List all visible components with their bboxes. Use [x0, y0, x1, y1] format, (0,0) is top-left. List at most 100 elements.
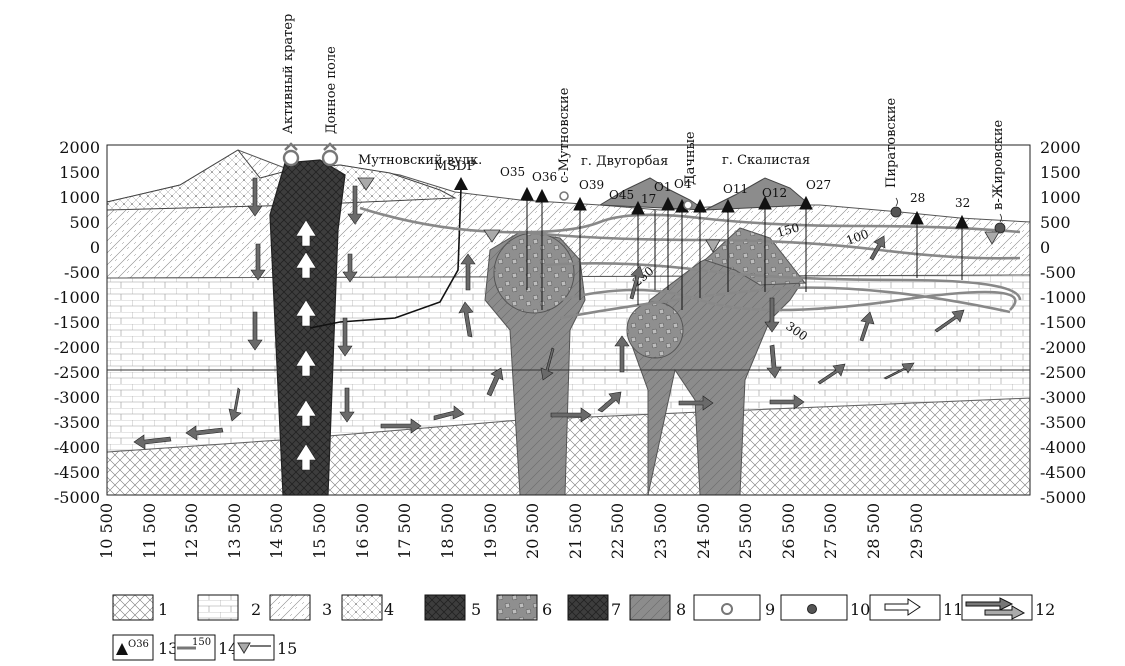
- well-o45: O45: [609, 188, 634, 202]
- water-table-markers: [357, 177, 1000, 253]
- intrusion-east-top: [704, 227, 806, 286]
- svg-text:2000: 2000: [1040, 138, 1081, 157]
- svg-text:6: 6: [542, 600, 552, 619]
- svg-text:27 500: 27 500: [821, 503, 840, 559]
- svg-text:1: 1: [158, 600, 168, 619]
- label-bottom-field: Донное поле: [324, 46, 339, 134]
- well-o35: O35: [500, 165, 525, 179]
- svg-text:500: 500: [69, 213, 100, 232]
- y-axis-left: 2000 1500 1000 500 0 -500 -1000 -1500 -2…: [54, 138, 100, 507]
- intrusion-west-cap: [493, 232, 575, 314]
- svg-text:12 500: 12 500: [182, 503, 201, 559]
- svg-text:25 500: 25 500: [736, 503, 755, 559]
- svg-text:21 500: 21 500: [566, 503, 585, 559]
- svg-text:-2000: -2000: [54, 338, 100, 357]
- label-s-mutnovskie: с-Мутновские: [557, 87, 572, 183]
- svg-text:-3500: -3500: [1040, 413, 1086, 432]
- msdp-trajectory: [309, 187, 462, 329]
- magma-conduit: [269, 159, 346, 496]
- svg-text:24 500: 24 500: [694, 503, 713, 559]
- hot-spring-symbols: [890, 197, 1006, 234]
- svg-text:12: 12: [1035, 600, 1055, 619]
- flow-arrows: [133, 177, 965, 450]
- label-piratovskie: Пиратовские: [884, 98, 899, 188]
- well-32: 32: [955, 196, 970, 210]
- well-o12: O12: [762, 186, 787, 200]
- svg-text:1500: 1500: [59, 163, 100, 182]
- svg-text:9: 9: [765, 600, 775, 619]
- svg-text:-4500: -4500: [54, 463, 100, 482]
- svg-text:O36: O36: [128, 639, 149, 650]
- isotherm-150: 150: [775, 220, 801, 239]
- well-17: 17: [641, 192, 656, 206]
- svg-text:1000: 1000: [1040, 188, 1081, 207]
- svg-text:-1500: -1500: [1040, 313, 1086, 332]
- svg-text:-1500: -1500: [54, 313, 100, 332]
- plot-frame: [106, 144, 1031, 496]
- svg-text:-5000: -5000: [54, 488, 100, 507]
- fumarole-symbols: [282, 142, 693, 210]
- svg-text:-500: -500: [1040, 263, 1076, 282]
- intrusion-east-cap: [626, 301, 684, 359]
- svg-text:3: 3: [322, 600, 332, 619]
- svg-text:23 500: 23 500: [651, 503, 670, 559]
- svg-text:14: 14: [218, 639, 238, 658]
- svg-text:14 500: 14 500: [267, 503, 286, 559]
- svg-text:-1000: -1000: [1040, 288, 1086, 307]
- svg-text:16 500: 16 500: [353, 503, 372, 559]
- svg-text:20 500: 20 500: [523, 503, 542, 559]
- y-axis-right: 2000 1500 1000 500 0 -500 -1000 -1500 -2…: [1040, 138, 1086, 507]
- well-o1: O1: [654, 180, 671, 194]
- conduit-arrows: [295, 219, 317, 471]
- label-mutnovsky-volcano: Мутновский вулк.: [358, 153, 482, 168]
- label-dvugorbaya: г. Двугорбая: [581, 154, 668, 169]
- msdp-marker: [454, 177, 468, 190]
- svg-text:150: 150: [192, 637, 211, 648]
- svg-text:15 500: 15 500: [310, 503, 329, 559]
- svg-text:-500: -500: [64, 263, 100, 282]
- plot-area: 100 150 250 300 O35 O36 O39 O45 17 O1 O4…: [106, 142, 1031, 496]
- svg-text:22 500: 22 500: [608, 503, 627, 559]
- svg-text:18 500: 18 500: [438, 503, 457, 559]
- svg-text:28 500: 28 500: [864, 503, 883, 559]
- svg-text:2000: 2000: [59, 138, 100, 157]
- svg-text:1000: 1000: [59, 188, 100, 207]
- svg-text:10 500: 10 500: [97, 503, 116, 559]
- svg-text:8: 8: [676, 600, 686, 619]
- svg-text:-4500: -4500: [1040, 463, 1086, 482]
- label-skalistaya: г. Скалистая: [722, 153, 810, 168]
- svg-text:-2000: -2000: [1040, 338, 1086, 357]
- svg-text:13 500: 13 500: [225, 503, 244, 559]
- svg-text:13: 13: [158, 639, 178, 658]
- svg-text:-3000: -3000: [54, 388, 100, 407]
- svg-text:29 500: 29 500: [907, 503, 926, 559]
- svg-text:4: 4: [384, 600, 394, 619]
- wells: [520, 186, 969, 310]
- legend: 1 2 3 4 5 6 7 8 9 10 11 12 O36 13 150: [112, 594, 1055, 661]
- svg-text:17 500: 17 500: [395, 503, 414, 559]
- x-axis: 10 500 11 500 12 500 13 500 14 500 15 50…: [97, 503, 926, 559]
- svg-text:11: 11: [943, 600, 963, 619]
- svg-text:15: 15: [277, 639, 297, 658]
- svg-text:-2500: -2500: [54, 363, 100, 382]
- svg-text:26 500: 26 500: [779, 503, 798, 559]
- svg-text:2: 2: [251, 600, 261, 619]
- svg-text:11 500: 11 500: [140, 503, 159, 559]
- label-dachnye: Дачные: [683, 131, 698, 185]
- svg-text:19 500: 19 500: [481, 503, 500, 559]
- hill-skalistaya: [704, 177, 812, 211]
- well-o39: O39: [579, 178, 604, 192]
- svg-text:5: 5: [471, 600, 481, 619]
- svg-text:-3500: -3500: [54, 413, 100, 432]
- well-28: 28: [910, 191, 925, 205]
- label-msdp: MSDP: [434, 159, 476, 174]
- svg-text:-4000: -4000: [54, 438, 100, 457]
- isotherms: [359, 206, 1022, 320]
- well-o11: O11: [723, 182, 748, 196]
- svg-text:-3000: -3000: [1040, 388, 1086, 407]
- well-o27: O27: [806, 178, 831, 192]
- svg-text:500: 500: [1040, 213, 1071, 232]
- label-zhirovskie: в-Жировские: [991, 119, 1006, 210]
- well-o4: O4: [674, 177, 692, 191]
- well-o36: O36: [532, 170, 557, 184]
